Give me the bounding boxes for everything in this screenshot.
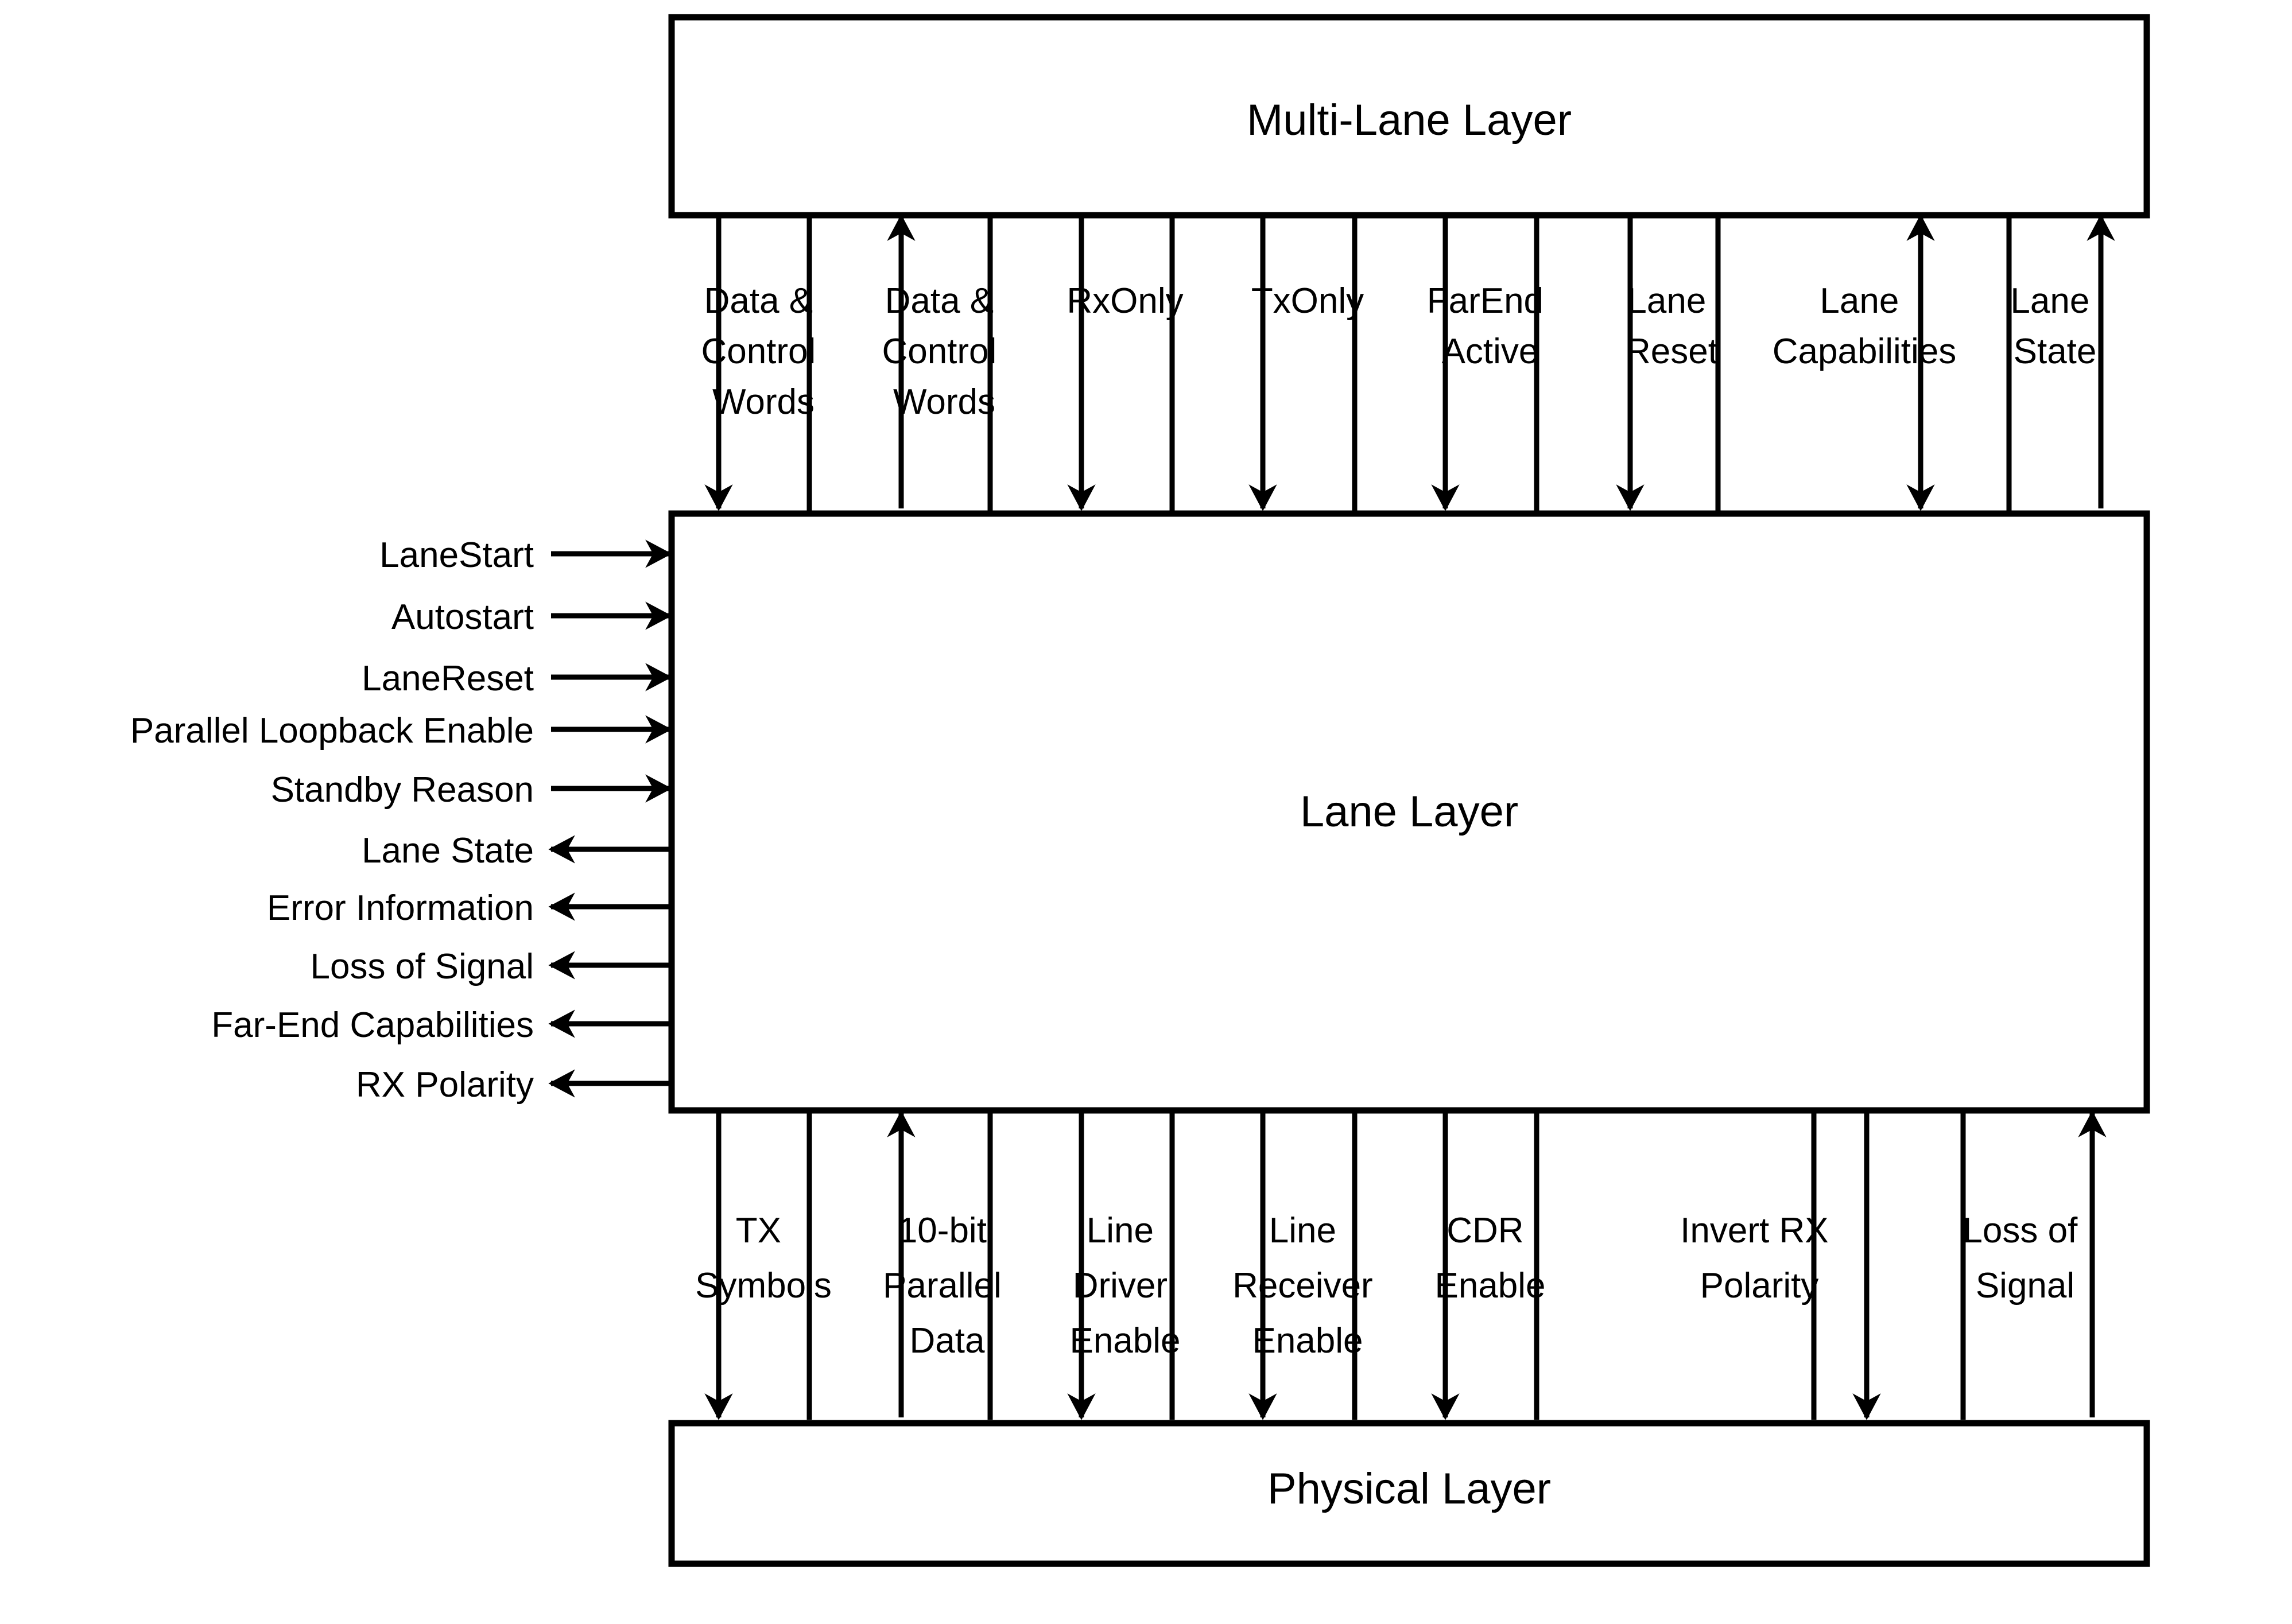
multi-lane-layer-label: Multi-Lane Layer [1247, 96, 1572, 145]
bottom-label-line-receiver-enable: Line Receiver Enable [1232, 1211, 1383, 1361]
top-label-lane-reset: Lane Reset [1625, 281, 1718, 371]
box-physical-layer: Physical Layer [668, 1420, 2150, 1567]
bottom-interface-group: TX Symbols 10-bit Parallel Data Line Dri… [695, 1110, 2107, 1420]
bottom-label-cdr-enable: CDR Enable [1434, 1211, 1545, 1306]
left-label-loss-of-signal: Loss of Signal [311, 947, 534, 986]
top-label-data-control-words-2: Data & Control Words [882, 281, 1006, 422]
left-label-error-information: Error Information [267, 888, 534, 928]
bottom-label-tx-symbols: TX Symbols [695, 1211, 832, 1306]
box-multi-lane-layer: Multi-Lane Layer [668, 14, 2150, 219]
left-label-autostart: Autostart [391, 597, 534, 637]
top-label-data-control-words-1: Data & Control Words [701, 281, 825, 422]
left-label-lane-state: Lane State [362, 831, 534, 871]
bottom-label-line-driver-enable: Line Driver Enable [1069, 1211, 1180, 1361]
left-label-parallel-loopback-enable: Parallel Loopback Enable [130, 711, 534, 751]
left-label-far-end-capabilities: Far-End Capabilities [211, 1005, 534, 1045]
top-label-txonly: TxOnly [1251, 281, 1364, 321]
bottom-label-loss-of-signal: Loss of Signal [1963, 1211, 2087, 1306]
lane-layer-rect [668, 510, 2150, 1114]
left-label-lanereset: LaneReset [362, 659, 534, 698]
multi-lane-layer-rect [668, 14, 2150, 219]
left-interface-group: LaneStart Autostart LaneReset Parallel L… [130, 535, 672, 1105]
top-label-farend-active: FarEnd Active [1427, 281, 1554, 371]
top-label-rxonly: RxOnly [1067, 281, 1183, 321]
left-label-lanestart: LaneStart [379, 535, 534, 575]
left-label-standby-reason: Standby Reason [271, 770, 534, 810]
lane-layer-label: Lane Layer [1300, 787, 1518, 836]
bottom-label-10bit-parallel-data: 10-bit Parallel Data [883, 1211, 1011, 1361]
top-label-lane-state: Lane State [2010, 281, 2099, 371]
top-label-lane-capabilities: Lane Capabilities [1773, 281, 1957, 371]
physical-layer-label: Physical Layer [1267, 1464, 1551, 1513]
top-interface-group: Data & Control Words Data & Control Word… [701, 214, 2115, 511]
top-divider-lines [806, 218, 2012, 511]
left-label-rx-polarity: RX Polarity [356, 1065, 534, 1105]
bottom-label-invert-rx-polarity: Invert RX Polarity [1680, 1211, 1839, 1306]
physical-layer-rect [668, 1420, 2150, 1567]
bottom-divider-lines [806, 1113, 1966, 1420]
box-lane-layer: Lane Layer [668, 510, 2150, 1114]
